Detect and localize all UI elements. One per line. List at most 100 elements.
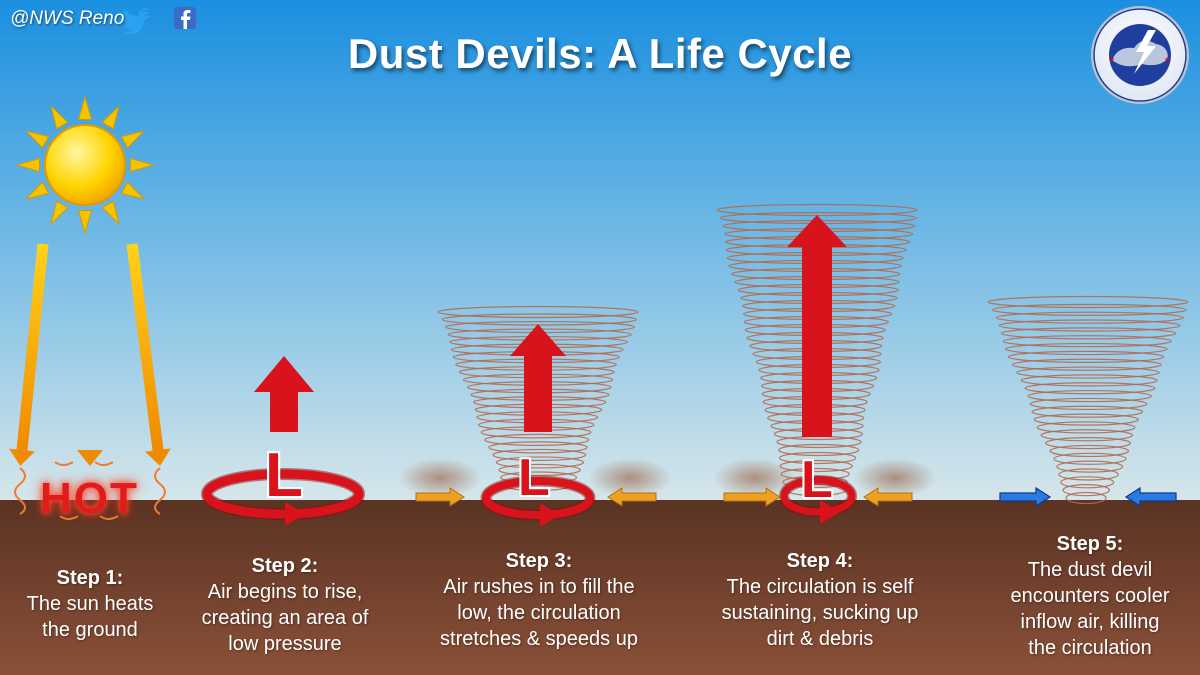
ground (0, 500, 1200, 675)
sun-rays (9, 243, 171, 466)
step-5-caption: Step 5: The dust devil encounters cooler… (985, 531, 1195, 661)
sun-disc (44, 124, 126, 206)
low-pressure-label-step4: L (801, 451, 833, 509)
funnel-coil (1060, 476, 1115, 489)
funnel-coil (488, 441, 588, 454)
funnel-coil (1053, 452, 1127, 465)
funnel-coil (1062, 484, 1111, 497)
step-3-line: stretches & speeds up (440, 628, 638, 650)
funnel-coil (778, 451, 857, 465)
sun-ray-spike (120, 130, 146, 149)
step-5-line: encounters cooler (1010, 585, 1170, 607)
step-4-caption: Step 4: The circulation is self sustaini… (700, 548, 940, 652)
funnel-coil (1040, 429, 1133, 442)
sun-ray-arrow-head (9, 448, 35, 466)
funnel-coil (441, 313, 638, 326)
circulation-ring-arrow-head (820, 500, 840, 524)
sun-ray-arrow-shaft (126, 243, 164, 451)
step-1-line: The sun heats (26, 593, 154, 615)
funnel-coil (1058, 468, 1119, 481)
funnel-coil (484, 433, 590, 446)
funnel-coil (995, 311, 1185, 324)
twitter-icon[interactable] (121, 8, 151, 35)
sun-ray-arrow-head (77, 450, 103, 466)
funnel-coil (1029, 397, 1148, 411)
sun-ray-spike (77, 95, 93, 120)
funnel-coil (998, 319, 1181, 332)
sun-icon (15, 95, 155, 235)
sun-ray-spike (120, 181, 146, 200)
funnel-coil (1007, 350, 1165, 363)
funnel-coil (1065, 491, 1107, 505)
funnel-coil (1011, 358, 1162, 371)
hot-label: HOT (40, 474, 139, 523)
sun-ray-arrow-head (145, 448, 171, 466)
step-4-line: dirt & debris (766, 628, 874, 650)
funnel-coil (437, 305, 639, 319)
circulation-ring (482, 477, 594, 519)
funnel-coil (991, 303, 1187, 316)
facebook-icon[interactable] (174, 7, 196, 29)
low-pressure-label-step2: L (265, 441, 303, 510)
svg-text:★: ★ (1108, 55, 1115, 64)
funnel-coil (1031, 405, 1144, 418)
sun-ray-spike (50, 200, 69, 226)
funnel-coil (1056, 460, 1124, 473)
sun-ray-spike (77, 210, 93, 235)
step-2-line: Air begins to rise, (207, 581, 363, 603)
sun-ray-arrow-shaft (16, 243, 49, 451)
circulation-ring-arrow-head (285, 502, 305, 526)
step-4-heading: Step 4: (786, 550, 854, 572)
step-5-line: inflow air, killing (1020, 611, 1160, 633)
funnel-coil (495, 456, 585, 469)
funnel-coil (1036, 421, 1136, 434)
sun-ray-spike (50, 104, 69, 130)
sun-ray-spike (101, 104, 120, 130)
step-1-line: the ground (42, 619, 138, 641)
step-3-heading: Step 3: (505, 550, 573, 572)
sky (0, 0, 1200, 500)
circulation-ring (780, 476, 856, 516)
step-2-caption: Step 2: Air begins to rise, creating an … (175, 553, 395, 657)
sun-ray-spike (101, 200, 120, 226)
low-pressure-label-step3: L (518, 449, 550, 507)
step-4-line: The circulation is self (726, 576, 914, 598)
updraft-arrow (254, 215, 847, 437)
twitter-handle[interactable]: @NWS Reno (10, 8, 125, 29)
sun-ray-spike (24, 181, 50, 200)
funnel-coil (1049, 444, 1130, 458)
sun-ray-spike (15, 157, 40, 173)
step-2-line: low pressure (228, 633, 342, 655)
step-5-heading: Step 5: (1056, 533, 1124, 555)
page-title: Dust Devils: A Life Cycle (347, 30, 853, 77)
step-1-caption: Step 1: The sun heats the ground (0, 565, 180, 643)
funnel-coil (492, 448, 587, 462)
funnel-coil (498, 463, 581, 477)
funnel-coil (1020, 374, 1158, 387)
step-3-caption: Step 3: Air rushes in to fill the low, t… (418, 548, 660, 652)
dust-cloud (398, 458, 937, 498)
funnel-coil (1002, 335, 1172, 348)
funnel-coil (1045, 437, 1132, 450)
funnel-coil (779, 459, 853, 473)
circulation-ring (202, 469, 364, 519)
funnel-coil (1004, 342, 1168, 356)
nws-logo: ★ ★ (1091, 6, 1189, 104)
inflow-arrow (415, 486, 1177, 508)
funnel-coil (778, 443, 860, 457)
circulation-rings (201, 468, 857, 527)
funnel-coil (1000, 327, 1177, 340)
step-4-line: sustaining, sucking up (721, 602, 919, 624)
funnel-coil (1033, 413, 1139, 426)
step-2-heading: Step 2: (251, 555, 319, 577)
funnel-coil (1016, 366, 1160, 379)
step-3-line: Air rushes in to fill the (443, 576, 635, 598)
step-5-line: the circulation (1028, 637, 1152, 659)
step-1-heading: Step 1: (56, 567, 124, 589)
svg-text:★: ★ (1164, 55, 1171, 64)
sun-ray-spike (24, 130, 50, 149)
heat-waves (14, 461, 166, 520)
step-2-line: creating an area of (201, 607, 369, 629)
